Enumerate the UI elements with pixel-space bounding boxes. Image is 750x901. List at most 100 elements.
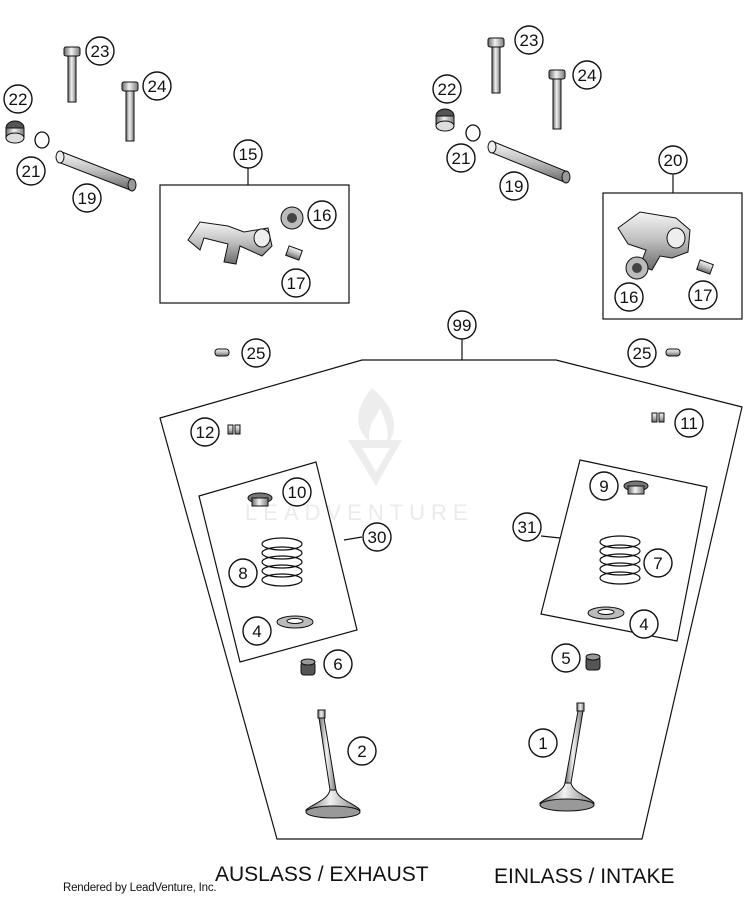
callout-circle xyxy=(643,548,673,578)
valve-stem-seal-6 xyxy=(300,658,316,676)
callout-circle xyxy=(142,71,172,101)
callout-circle xyxy=(447,310,477,340)
callout-24: 24 xyxy=(572,60,602,90)
callout-10: 10 xyxy=(282,477,312,507)
callout-number: 22 xyxy=(9,90,28,109)
rocker-arm-box-15 xyxy=(159,184,350,304)
callout-number: 16 xyxy=(313,206,332,225)
callout-number: 15 xyxy=(239,145,258,164)
callout-number: 19 xyxy=(505,177,524,196)
callout-number: 23 xyxy=(91,42,110,61)
callout-4: 4 xyxy=(629,609,659,639)
spring-kit-box-31 xyxy=(540,459,708,642)
callout-number: 12 xyxy=(196,423,215,442)
callout-number: 99 xyxy=(453,316,472,335)
callout-circle xyxy=(514,25,544,55)
callout-8: 8 xyxy=(228,558,258,588)
exhaust-label: AUSLASS / EXHAUST xyxy=(215,863,429,886)
exhaust-valve-2 xyxy=(304,709,361,819)
callout-circle xyxy=(572,60,602,90)
callout-number: 17 xyxy=(287,274,306,293)
callout-15: 15 xyxy=(233,139,263,169)
oring-21-right xyxy=(465,124,481,142)
callout-23: 23 xyxy=(85,36,115,66)
callout-number: 21 xyxy=(22,162,41,181)
callout-16: 16 xyxy=(614,282,644,312)
callout-circle xyxy=(242,616,272,646)
callout-number: 5 xyxy=(561,649,570,668)
rocker-shaft-19-left xyxy=(55,150,137,192)
callout-circle xyxy=(658,145,688,175)
callout-12: 12 xyxy=(190,417,220,447)
callout-6: 6 xyxy=(323,649,353,679)
roller-16-left xyxy=(280,206,304,230)
callout-22: 22 xyxy=(432,74,462,104)
callout-circle xyxy=(241,338,271,368)
callout-circle xyxy=(362,522,392,552)
callout-circle xyxy=(228,558,258,588)
callout-circle xyxy=(347,736,377,766)
intake-valve-1 xyxy=(538,702,595,812)
callout-number: 19 xyxy=(78,189,97,208)
spring-retainer-10 xyxy=(247,492,273,507)
callout-circle xyxy=(499,171,529,201)
callout-circle xyxy=(674,408,704,438)
callout-30: 30 xyxy=(362,522,392,552)
spring-seat-4-left xyxy=(276,615,314,629)
valve-spring-7 xyxy=(599,535,641,585)
callout-4: 4 xyxy=(242,616,272,646)
callout-1: 1 xyxy=(528,728,558,758)
callout-circle xyxy=(307,200,337,230)
callout-22: 22 xyxy=(3,84,33,114)
rocker-arm-20 xyxy=(617,211,691,271)
callout-20: 20 xyxy=(658,145,688,175)
callout-number: 10 xyxy=(288,483,307,502)
callout-circle xyxy=(551,643,581,673)
callout-circle xyxy=(16,156,46,186)
credit-text: Rendered by LeadVenture, Inc. xyxy=(63,882,217,894)
callout-circle xyxy=(528,728,558,758)
bolt-24-right xyxy=(548,69,566,130)
valve-stem-seal-5 xyxy=(585,653,601,671)
callout-circle xyxy=(629,609,659,639)
valve-group-outline-99 xyxy=(159,359,743,840)
callout-number: 9 xyxy=(599,477,608,496)
watermark-text: LEADVENTURE xyxy=(245,500,474,525)
callout-number: 2 xyxy=(357,742,366,761)
valve-cotters-11 xyxy=(651,412,665,423)
callout-circle xyxy=(233,139,263,169)
callout-circle xyxy=(446,143,476,173)
callout-circle xyxy=(627,338,657,368)
callout-2: 2 xyxy=(347,736,377,766)
valve-spring-8 xyxy=(261,537,303,587)
callout-number: 24 xyxy=(578,66,597,85)
callout-16: 16 xyxy=(307,200,337,230)
callout-circle xyxy=(589,471,619,501)
rocker-arm-15 xyxy=(187,221,273,265)
callout-25: 25 xyxy=(627,338,657,368)
callout-number: 21 xyxy=(452,149,471,168)
callout-circle xyxy=(3,84,33,114)
callout-number: 22 xyxy=(438,80,457,99)
callout-number: 11 xyxy=(680,414,698,433)
callout-circle xyxy=(614,282,644,312)
callout-21: 21 xyxy=(446,143,476,173)
valve-cotters-12 xyxy=(227,424,241,435)
callout-number: 1 xyxy=(538,734,547,753)
callout-number: 30 xyxy=(368,528,387,547)
plug-22-left xyxy=(5,120,25,144)
callout-23: 23 xyxy=(514,25,544,55)
callout-circle xyxy=(323,649,353,679)
callout-circle xyxy=(512,512,542,542)
callout-11: 11 xyxy=(674,408,704,438)
callout-number: 31 xyxy=(518,518,537,537)
callout-number: 4 xyxy=(639,615,648,634)
pin-17-right xyxy=(696,259,714,275)
spring-retainer-9 xyxy=(623,480,649,495)
callout-17: 17 xyxy=(688,280,718,310)
bolt-23-right xyxy=(487,37,505,94)
callout-5: 5 xyxy=(551,643,581,673)
pin-17-left xyxy=(285,245,303,261)
